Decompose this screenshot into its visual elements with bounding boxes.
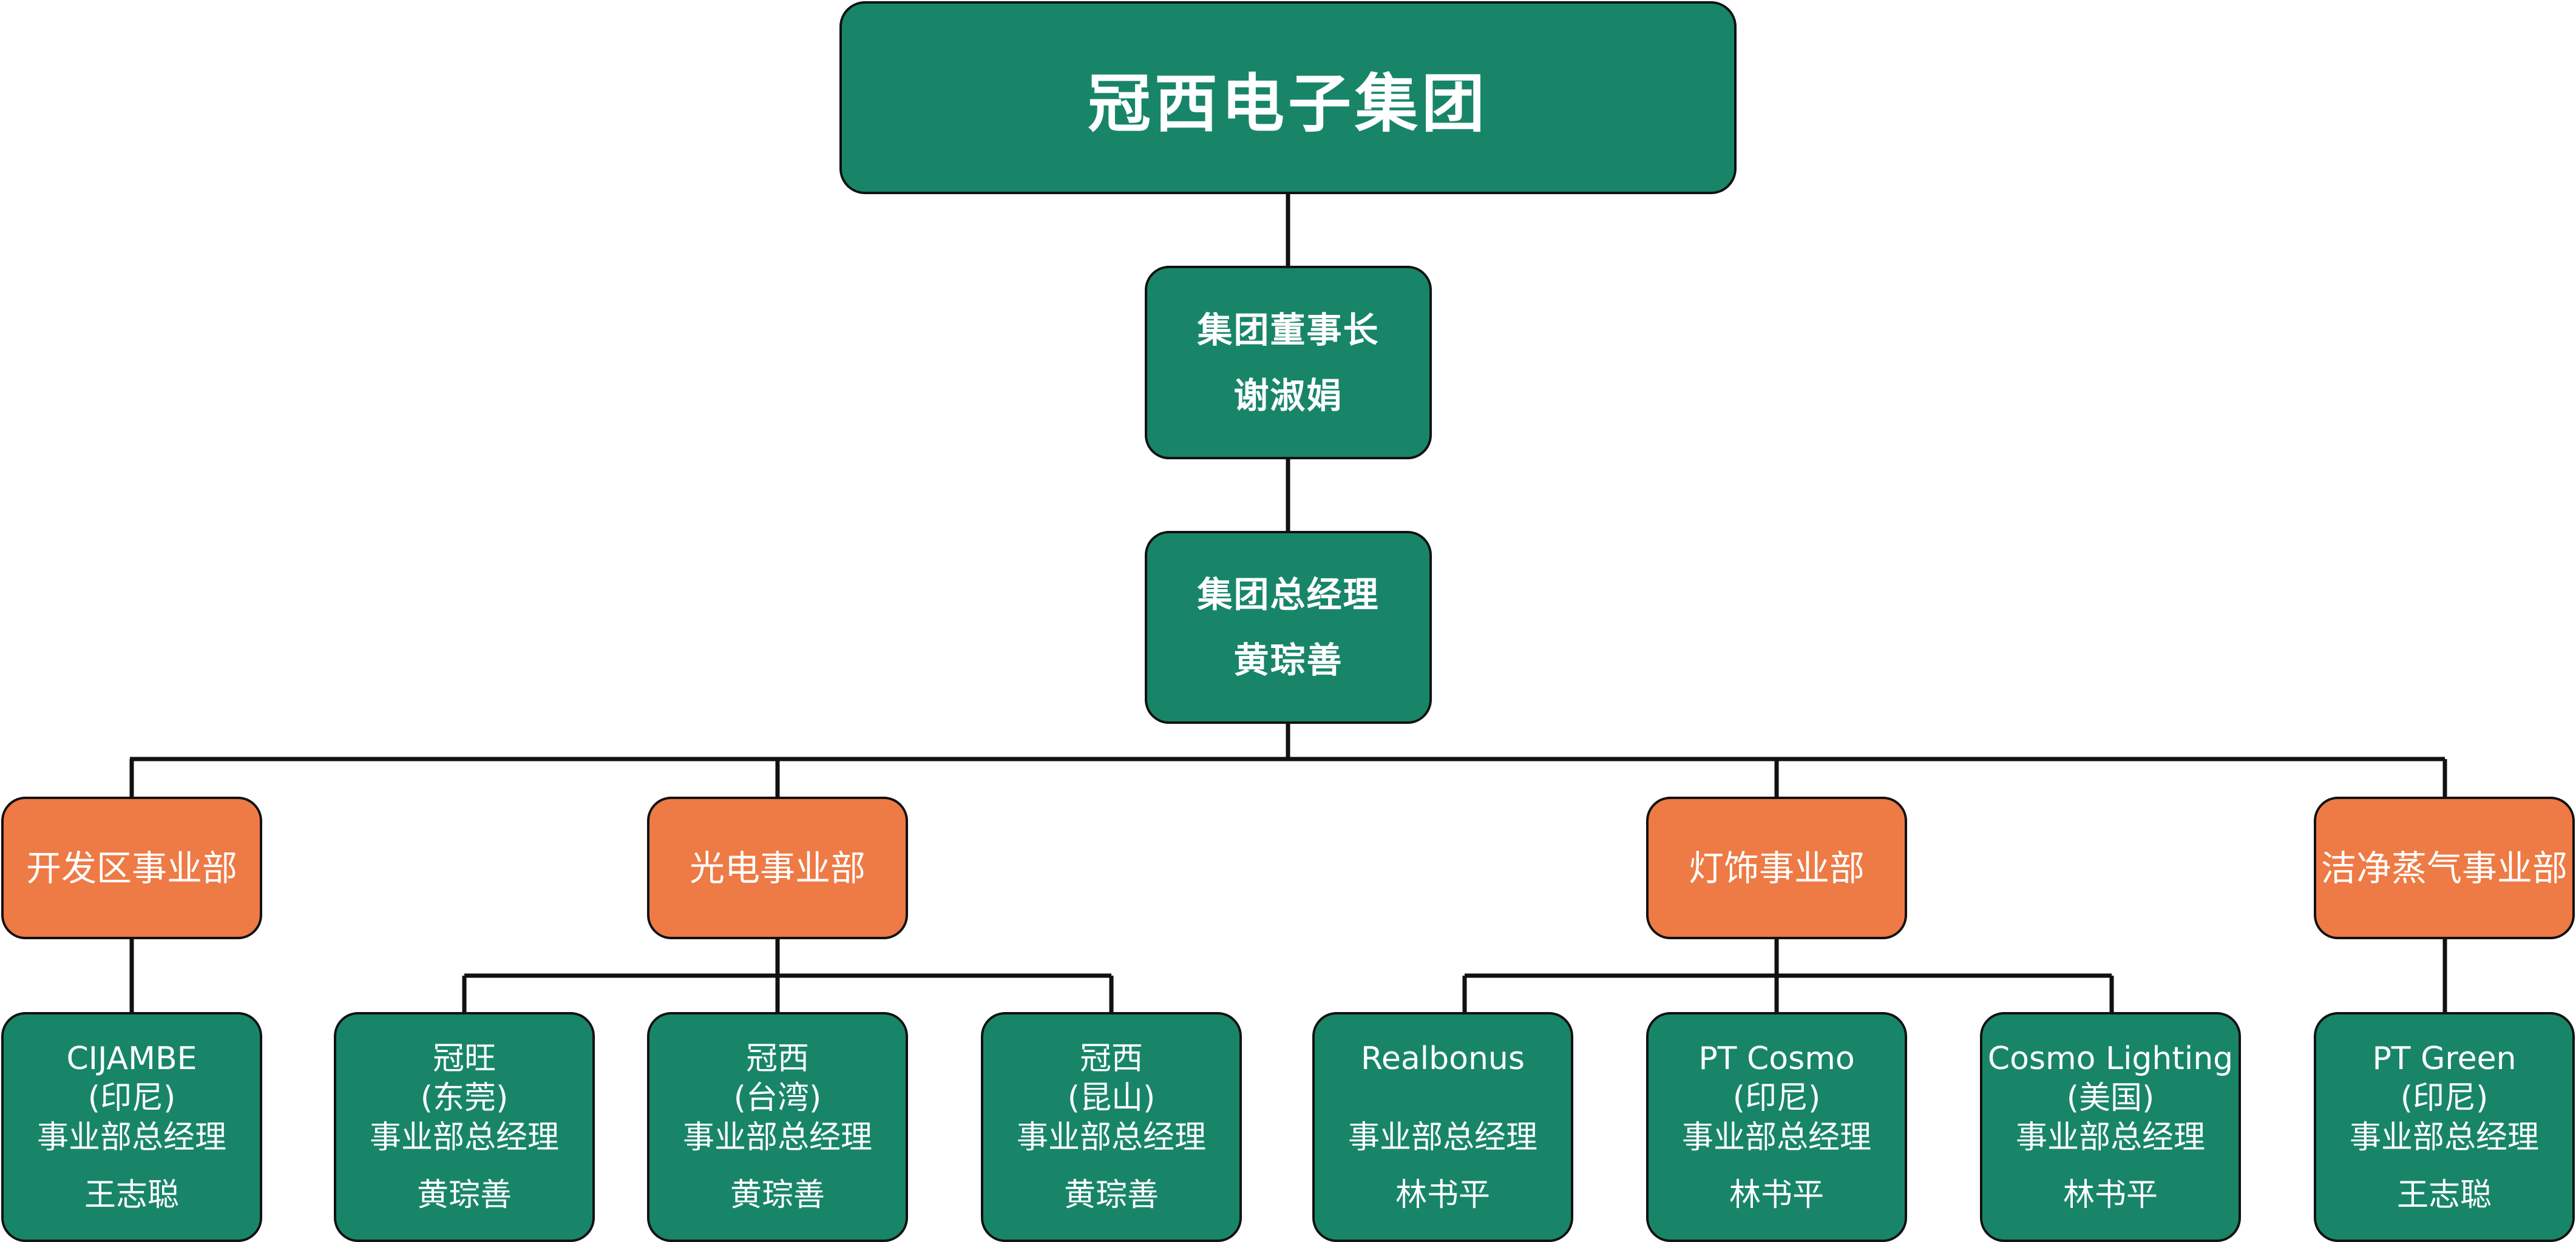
unit-location: (印尼)	[1732, 1079, 1821, 1116]
unit-manager: 黄琮善	[1063, 1176, 1159, 1213]
unit-role: 事业部总经理	[1681, 1119, 1871, 1156]
unit-company: Realbonus	[1361, 1040, 1525, 1077]
group-root-box: 冠西电子集团	[839, 1, 1737, 194]
unit-location: (印尼)	[87, 1079, 176, 1116]
unit-location: (台湾)	[733, 1079, 822, 1116]
unit-manager: 林书平	[1395, 1176, 1490, 1213]
unit-role: 事业部总经理	[682, 1119, 872, 1156]
division-box-optoelectronics: 光电事业部	[647, 797, 908, 939]
unit-company: Cosmo Lighting	[1987, 1040, 2234, 1077]
unit-company: PT Green	[2372, 1040, 2517, 1077]
unit-manager: 黄琮善	[730, 1176, 825, 1213]
unit-role: 事业部总经理	[1016, 1119, 1206, 1156]
chairman-name: 谢淑娟	[1233, 374, 1343, 416]
chairman-box: 集团董事长 谢淑娟	[1145, 266, 1432, 459]
general-manager-name: 黄琮善	[1233, 640, 1343, 681]
unit-role: 事业部总经理	[36, 1119, 226, 1156]
unit-box-cijambe: CIJAMBE (印尼) 事业部总经理 王志聪	[1, 1012, 262, 1242]
unit-location: (印尼)	[2400, 1079, 2489, 1116]
chairman-title: 集团董事长	[1197, 309, 1380, 351]
unit-box-guanxi-kunshan: 冠西 (昆山) 事业部总经理 黄琮善	[981, 1012, 1242, 1242]
division-name: 洁净蒸气事业部	[2320, 847, 2568, 889]
division-name: 开发区事业部	[25, 847, 237, 889]
division-box-lighting: 灯饰事业部	[1646, 797, 1907, 939]
group-name: 冠西电子集团	[1087, 66, 1488, 141]
unit-manager: 黄琮善	[416, 1176, 512, 1213]
unit-role: 事业部总经理	[2015, 1119, 2205, 1156]
division-box-clean-steam: 洁净蒸气事业部	[2314, 797, 2575, 939]
general-manager-box: 集团总经理 黄琮善	[1145, 531, 1432, 724]
unit-manager: 林书平	[1729, 1176, 1824, 1213]
unit-manager: 王志聪	[2396, 1176, 2492, 1213]
unit-company: 冠旺	[432, 1040, 496, 1077]
unit-box-cosmo-lighting: Cosmo Lighting (美国) 事业部总经理 林书平	[1980, 1012, 2241, 1242]
unit-role: 事业部总经理	[369, 1119, 559, 1156]
division-name: 光电事业部	[689, 847, 866, 889]
unit-box-pt-cosmo: PT Cosmo (印尼) 事业部总经理 林书平	[1646, 1012, 1907, 1242]
unit-manager: 林书平	[2062, 1176, 2158, 1213]
unit-company: CIJAMBE	[66, 1040, 197, 1077]
general-manager-title: 集团总经理	[1197, 574, 1380, 615]
unit-location: (东莞)	[420, 1079, 509, 1116]
unit-box-guanxi-taiwan: 冠西 (台湾) 事业部总经理 黄琮善	[647, 1012, 908, 1242]
unit-box-pt-green: PT Green (印尼) 事业部总经理 王志聪	[2314, 1012, 2575, 1242]
unit-box-guanwang-dongguan: 冠旺 (东莞) 事业部总经理 黄琮善	[334, 1012, 595, 1242]
division-name: 灯饰事业部	[1688, 847, 1865, 889]
unit-company: PT Cosmo	[1698, 1040, 1855, 1077]
unit-role: 事业部总经理	[2349, 1119, 2539, 1156]
division-box-development-zone: 开发区事业部	[1, 797, 262, 939]
unit-box-realbonus: Realbonus 事业部总经理 林书平	[1312, 1012, 1573, 1242]
unit-location: (美国)	[2066, 1079, 2155, 1116]
unit-company: 冠西	[745, 1040, 809, 1077]
unit-role: 事业部总经理	[1347, 1119, 1537, 1156]
unit-company: 冠西	[1079, 1040, 1143, 1077]
unit-manager: 王志聪	[84, 1176, 179, 1213]
unit-location: (昆山)	[1067, 1079, 1156, 1116]
